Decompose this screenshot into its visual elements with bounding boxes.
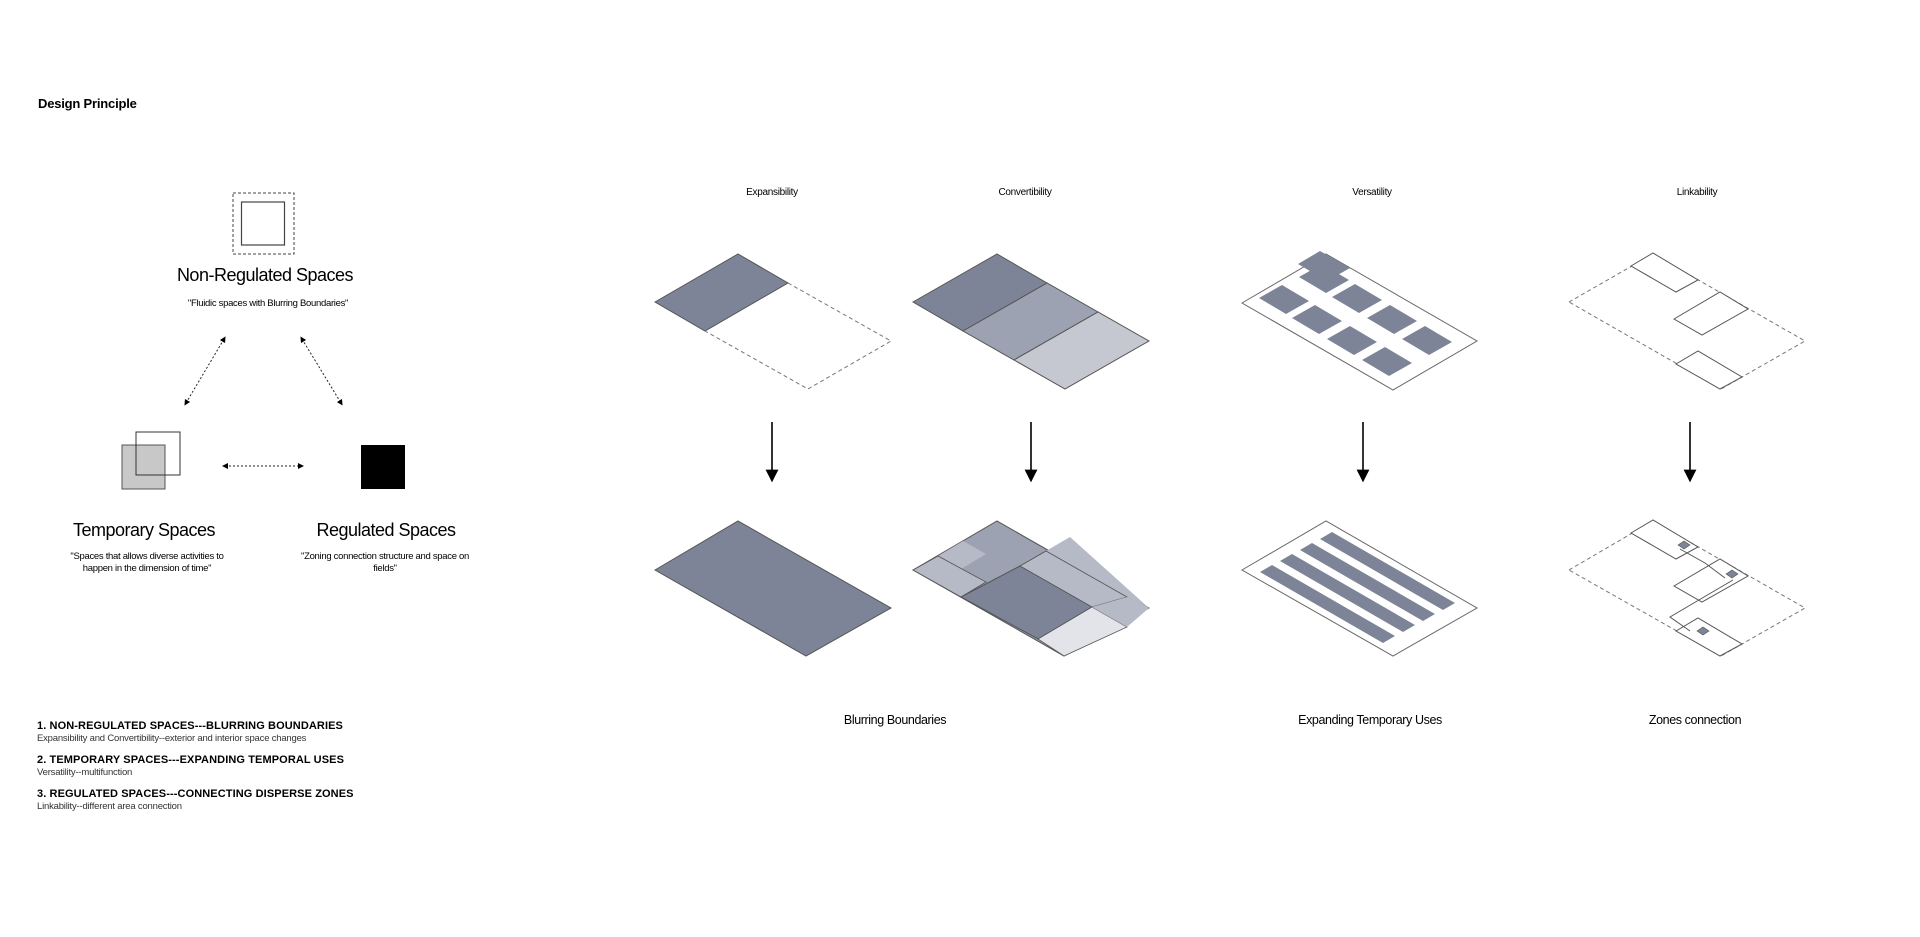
page-title: Design Principle: [38, 96, 137, 111]
expansibility-before-diagram: [654, 253, 893, 390]
convertibility-before-diagram: [911, 253, 1151, 390]
legend-item: 3. REGULATED SPACES---CONNECTING DISPERS…: [37, 788, 354, 813]
linkability-before-diagram: [1567, 252, 1807, 390]
temporary-quote: "Spaces that allows diverse activities t…: [70, 551, 224, 574]
regulated-title: Regulated Spaces: [316, 520, 456, 540]
expansibility-after-diagram: [654, 520, 893, 657]
dashed-square-icon: [232, 192, 295, 255]
legend-description: Expansibility and Convertibility--exteri…: [37, 733, 307, 744]
non-regulated-title: Non-Regulated Spaces: [176, 265, 354, 285]
column-label-linkability: Linkability: [1676, 187, 1718, 198]
convertibility-after-diagram: [911, 520, 1151, 657]
regulated-quote: "Zoning connection structure and space o…: [301, 551, 469, 574]
column-label-expansibility: Expansibility: [746, 187, 798, 198]
versatility-after-diagram: [1240, 520, 1479, 657]
linkability-after-diagram: [1567, 519, 1807, 657]
transform-arrows: [765, 422, 1697, 483]
legend: 1. NON-REGULATED SPACES---BLURRING BOUND…: [37, 720, 354, 822]
column-label-versatility: Versatility: [1352, 187, 1392, 198]
dotted-arrow-right: [300, 336, 343, 406]
non-regulated-quote: "Fluidic spaces with Blurring Boundaries…: [187, 298, 349, 309]
dotted-arrow-left: [184, 336, 226, 406]
legend-heading: 1. NON-REGULATED SPACES---BLURRING BOUND…: [37, 720, 343, 732]
temporary-title: Temporary Spaces: [72, 520, 216, 540]
legend-heading: 2. TEMPORARY SPACES---EXPANDING TEMPORAL…: [37, 754, 345, 766]
legend-description: Linkability--different area connection: [37, 801, 182, 812]
overlapping-squares-icon: [121, 431, 181, 490]
versatility-before-diagram: [1241, 251, 1478, 391]
result-label-blurring-boundaries: Blurring Boundaries: [843, 713, 947, 727]
legend-heading: 3. REGULATED SPACES---CONNECTING DISPERS…: [37, 788, 354, 800]
legend-description: Versatility--multifunction: [37, 767, 133, 778]
column-label-convertibility: Convertibility: [998, 187, 1052, 198]
result-label-zones-connection: Zones connection: [1648, 713, 1742, 727]
result-label-expanding-temporary-uses: Expanding Temporary Uses: [1298, 713, 1442, 727]
legend-item: 1. NON-REGULATED SPACES---BLURRING BOUND…: [37, 720, 354, 745]
legend-item: 2. TEMPORARY SPACES---EXPANDING TEMPORAL…: [37, 754, 354, 779]
solid-black-square-icon: [361, 445, 405, 489]
